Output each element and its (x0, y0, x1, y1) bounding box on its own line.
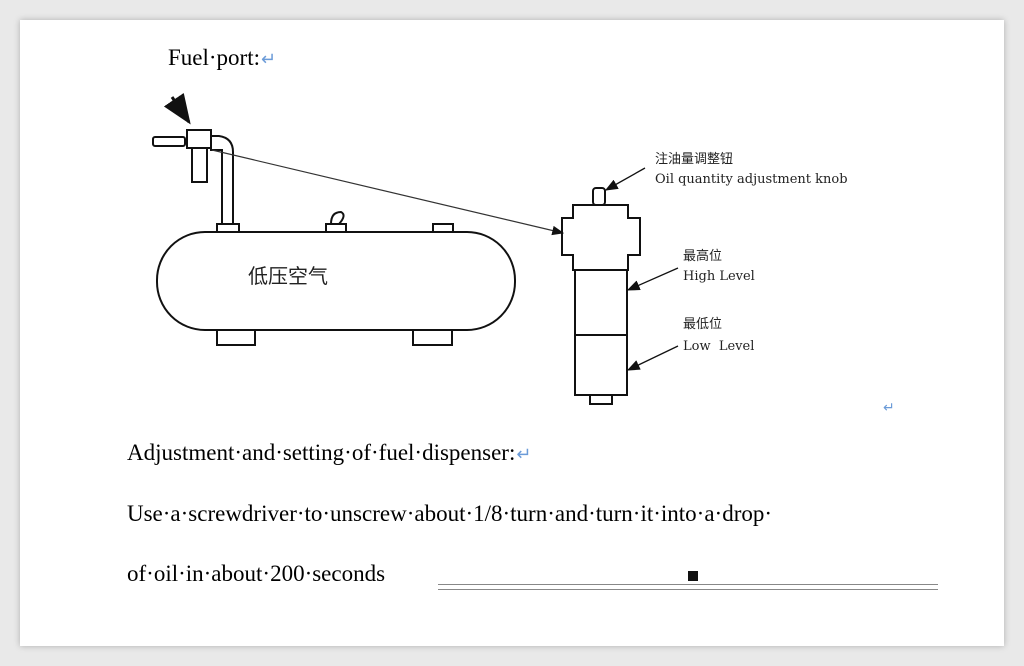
high-level-arrow (626, 267, 679, 291)
air-tank (152, 129, 516, 346)
low-level-label-cn: 最低位 (683, 317, 722, 332)
paragraph-mark: ↵ (261, 49, 277, 69)
knob-label-cn: 注油量调整钮 (655, 152, 733, 167)
double-underline (438, 584, 938, 590)
adjustment-text: Adjustment·and·setting·of·fuel·dispenser… (127, 440, 516, 465)
connector-line (211, 149, 565, 236)
instruction-line-1: Use·a·screwdriver·to·unscrew·about·1/8·t… (127, 501, 773, 526)
inline-glyph (688, 571, 698, 581)
paragraph-mark: ↵ (516, 444, 532, 464)
heading-text: Fuel·port: (168, 45, 260, 70)
adjustment-heading: Adjustment·and·setting·of·fuel·dispenser… (127, 441, 531, 464)
fuel-port-arrow (163, 92, 191, 125)
low-level-arrow (626, 345, 679, 371)
fuel-port-heading: Fuel·port:↵ (168, 46, 276, 69)
instruction-line-2: of·oil·in·about·200·seconds (127, 561, 386, 586)
knob-arrow (604, 167, 646, 191)
tank-label: 低压空气 (248, 264, 328, 288)
low-level-label-en: Low Level (683, 339, 754, 354)
high-level-label-en: High Level (683, 269, 755, 284)
fuel-dispenser (561, 187, 641, 405)
paragraph-mark: ↵ (883, 401, 895, 416)
high-level-label-cn: 最高位 (683, 248, 722, 264)
knob-label-en: Oil quantity adjustment knob (655, 172, 848, 187)
